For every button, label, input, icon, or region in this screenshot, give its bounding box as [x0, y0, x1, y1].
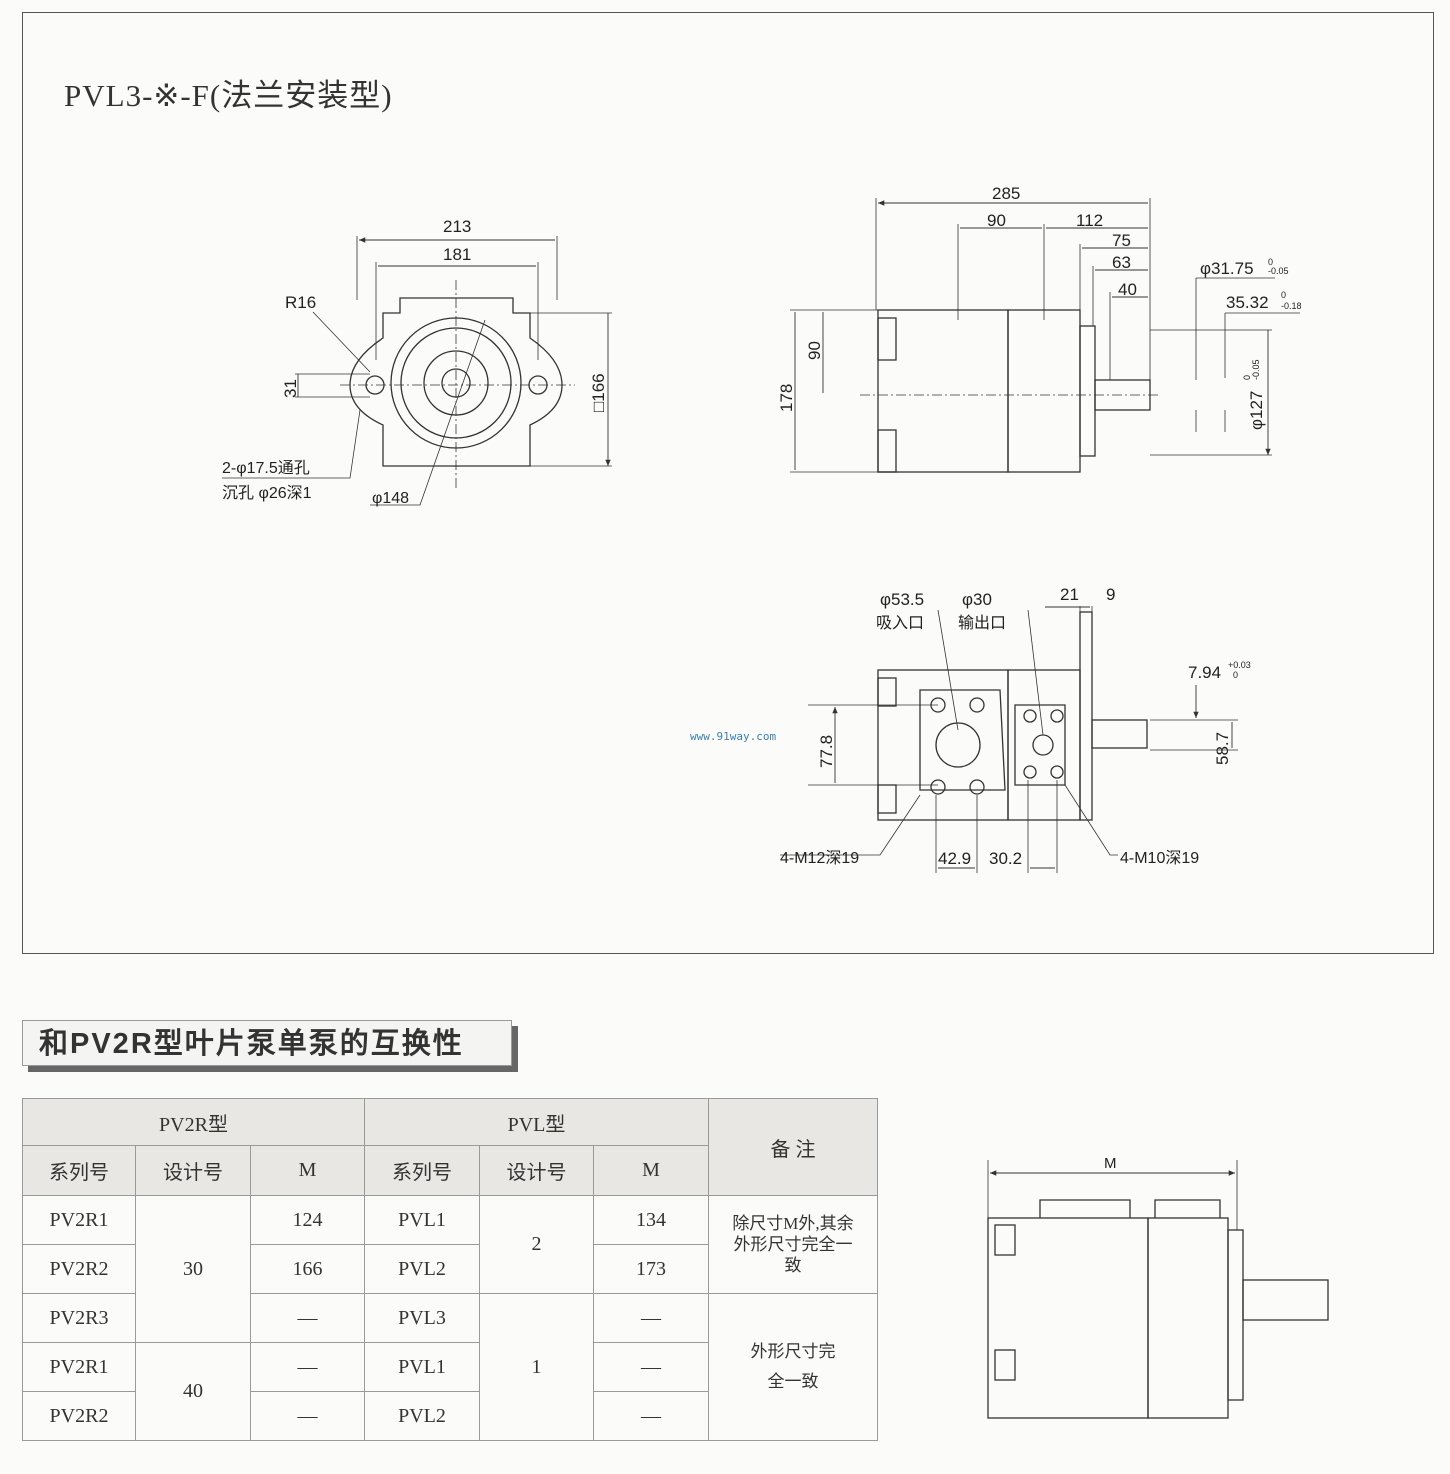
- cell: PV2R2: [22, 1391, 136, 1441]
- outlet-dia: φ30: [962, 590, 992, 609]
- cell: 124: [250, 1195, 365, 1245]
- cell: 1: [479, 1293, 594, 1441]
- inlet-dia: φ53.5: [880, 590, 924, 609]
- interchange-drawing: M: [987, 1155, 1329, 1419]
- dim-shaft-dia: φ31.75: [1200, 259, 1254, 278]
- dim-112: 112: [1076, 211, 1103, 230]
- cell: PV2R1: [22, 1342, 136, 1392]
- cell: PV2R3: [22, 1293, 136, 1343]
- tol-up: 0: [1242, 375, 1252, 380]
- dim-31: 31: [281, 379, 300, 398]
- outlet-label: 输出口: [958, 614, 1006, 632]
- dim-40: 40: [1118, 280, 1137, 299]
- tol-up: +0.03: [1228, 660, 1251, 670]
- table-row: PV2R3 — PVL3 1 — 外形尺寸完全一致: [22, 1293, 878, 1441]
- cell: —: [250, 1293, 365, 1343]
- drawing-frame: [22, 12, 1434, 954]
- cell: PVL2: [364, 1244, 480, 1294]
- page-title: PVL3-※-F(法兰安装型): [64, 78, 393, 113]
- table-row: PV2R1 40 — PVL1 —: [22, 1342, 878, 1441]
- tol-lo: -0.05: [1268, 266, 1289, 276]
- dim-75: 75: [1112, 231, 1131, 250]
- col-header: 设计号: [479, 1145, 594, 1196]
- front-view: 213 181 R16 31 □166 2-φ17.5通孔 沉孔 φ26深1 φ…: [222, 217, 612, 507]
- cell: PVL2: [364, 1391, 480, 1441]
- cell: PVL1: [364, 1195, 480, 1245]
- dim-77-8: 77.8: [817, 735, 836, 768]
- dim-63: 63: [1112, 253, 1131, 272]
- dim-30-2: 30.2: [989, 849, 1022, 868]
- cell: 166: [250, 1244, 365, 1294]
- cell: PV2R2: [22, 1244, 136, 1294]
- cell: —: [593, 1293, 709, 1343]
- m12-spec: 4-M12深19: [780, 849, 859, 867]
- side-view: 285 90 112 75 63 40 178 90 φ31.75 0 -0.0…: [777, 184, 1302, 473]
- cell: 40: [135, 1342, 251, 1441]
- cell: —: [593, 1391, 709, 1441]
- interchange-table: PV2R型 PVL型 备 注 系列号 设计号 M 系列号 设计号 M PV2R1…: [22, 1098, 878, 1441]
- dim-213: 213: [443, 217, 471, 236]
- dim-42-9: 42.9: [938, 849, 971, 868]
- dim-166: □166: [589, 373, 608, 412]
- dim-58-7: 58.7: [1213, 732, 1232, 765]
- header-remark: 备 注: [708, 1098, 878, 1196]
- tol-lo: -0.18: [1281, 301, 1302, 311]
- dim-key: 35.32: [1226, 293, 1269, 312]
- cell: PVL1: [364, 1342, 480, 1392]
- header-pvl: PVL型: [364, 1098, 709, 1146]
- hole-spec: 2-φ17.5通孔: [222, 459, 310, 477]
- dim-148: φ148: [372, 490, 409, 507]
- header-pv2r: PV2R型: [22, 1098, 365, 1146]
- cell: —: [250, 1391, 365, 1441]
- counterbore-spec: 沉孔 φ26深1: [222, 484, 312, 502]
- col-header: 系列号: [22, 1145, 136, 1196]
- cell: 134: [593, 1195, 709, 1245]
- col-header: 系列号: [364, 1145, 480, 1196]
- tol-lo: 0: [1233, 670, 1238, 680]
- inlet-label: 吸入口: [876, 615, 924, 632]
- tol-lo: -0.05: [1251, 359, 1261, 380]
- cell-remark: 除尺寸M外,其余外形尺寸完全一致: [708, 1195, 878, 1294]
- section-title: 和PV2R型叶片泵单泵的互换性: [22, 1020, 512, 1066]
- bottom-view: φ53.5 吸入口 φ30 输出口 21 9 7.94 +0.03 0 77.8…: [780, 585, 1251, 873]
- table-row: PV2R2 — PVL2 —: [22, 1391, 878, 1441]
- col-header: 设计号: [135, 1145, 251, 1196]
- cell: —: [250, 1342, 365, 1392]
- table-row: PV2R2 166 PVL2 173: [22, 1244, 878, 1294]
- tol-up: 0: [1281, 290, 1286, 300]
- dim-178: 178: [777, 384, 796, 412]
- tol-up: 0: [1268, 257, 1273, 267]
- col-header: M: [250, 1145, 365, 1196]
- table-row: PV2R1 30 124 PVL1 2 134 除尺寸M外,其余外形尺寸完全一致: [22, 1195, 878, 1343]
- dim-9: 9: [1106, 585, 1115, 604]
- cell: 2: [479, 1195, 594, 1294]
- dim-90-vertical: 90: [805, 341, 824, 360]
- dim-21: 21: [1060, 585, 1079, 604]
- col-header: M: [593, 1145, 709, 1196]
- cell: PVL3: [364, 1293, 480, 1343]
- dim-181: 181: [443, 245, 471, 264]
- dim-pilot: φ127: [1247, 391, 1266, 430]
- dim-m: M: [1104, 1155, 1117, 1172]
- cell: 30: [135, 1195, 251, 1343]
- m10-spec: 4-M10深19: [1120, 849, 1199, 867]
- cell: PV2R1: [22, 1195, 136, 1245]
- cell-remark: 外形尺寸完全一致: [708, 1293, 878, 1441]
- dim-285: 285: [992, 184, 1020, 203]
- cell: —: [593, 1342, 709, 1392]
- dim-keyway: 7.94: [1188, 663, 1221, 682]
- dim-90: 90: [987, 211, 1006, 230]
- dim-r16: R16: [285, 293, 316, 312]
- watermark: www.91way.com: [690, 730, 777, 743]
- cell: 173: [593, 1244, 709, 1294]
